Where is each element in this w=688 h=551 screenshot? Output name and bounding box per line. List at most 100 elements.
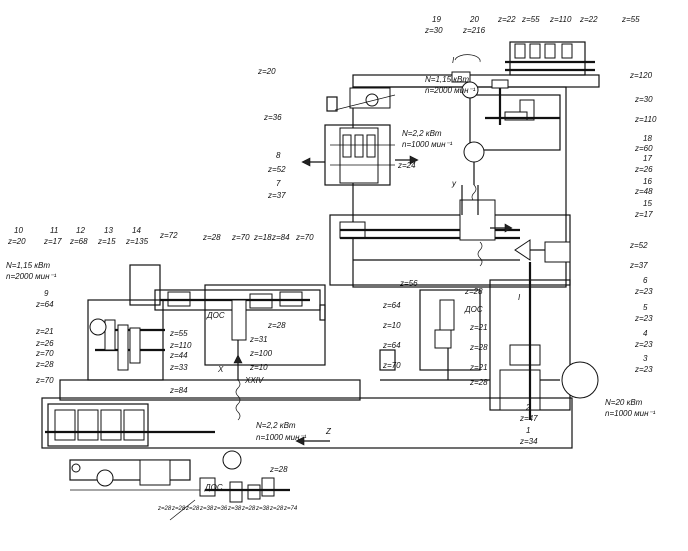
label-8: 8 [276, 151, 281, 160]
right-gearbox [379, 262, 599, 420]
label-1: 1 [526, 426, 530, 435]
bottom-gear-label: z=74 [283, 506, 298, 512]
bottom-gear-label: z=38 [255, 506, 270, 512]
motor-mid-power: N=2,2 кВт [402, 129, 442, 138]
label-z100: z=100 [249, 349, 273, 358]
bottom-gear-label: z=28 [157, 506, 172, 512]
label-z30-top: z=30 [424, 26, 443, 35]
label-z28-bottom: z=28 [269, 465, 288, 474]
label-z17: z=17 [634, 210, 653, 219]
label-z135: z=135 [125, 237, 149, 246]
label-z84-left: z=84 [169, 386, 188, 395]
label-z15: z=15 [97, 237, 116, 246]
motor-left-speed: n=2000 мин⁻¹ [6, 272, 57, 281]
label-xxiv: XXIV [244, 376, 264, 385]
label-z55-top: z=55 [521, 15, 540, 24]
ram-unit [329, 185, 571, 286]
label-center-z84: z=84 [271, 233, 290, 242]
label-z-axis: Z [325, 427, 332, 436]
label-4: 4 [643, 329, 648, 338]
label-19: 19 [432, 15, 441, 24]
label-z36: z=36 [263, 113, 282, 122]
bottom-gear-label: z=28 [241, 506, 256, 512]
bottom-gear-label: z=28 [185, 506, 200, 512]
bottom-gear-label: z=38 [227, 506, 242, 512]
label-z28-right: z=28 [464, 287, 483, 296]
label-center-z70: z=70 [231, 233, 250, 242]
label-z23-a: z=23 [634, 287, 653, 296]
label-z120: z=120 [629, 71, 653, 80]
label-z64-right-b: z=64 [382, 341, 401, 350]
motor-bottom-power: N=2,2 кВт [256, 421, 296, 430]
label-z64-right: z=64 [382, 301, 401, 310]
label-z20-top: z=20 [257, 67, 276, 76]
label-z23-c: z=23 [634, 340, 653, 349]
label-17: 17 [643, 154, 652, 163]
label-dos-center: ДОС [206, 311, 225, 320]
label-z23-d: z=23 [634, 365, 653, 374]
label-z52-left: z=52 [267, 165, 286, 174]
label-20: 20 [469, 15, 479, 24]
label-center-z70b: z=70 [295, 233, 314, 242]
label-z26-left: z=26 [35, 339, 54, 348]
label-z30-right: z=30 [634, 95, 653, 104]
label-z28-right-c: z=28 [469, 378, 488, 387]
motor-left-power: N=1,15 кВт [6, 261, 50, 270]
label-z110-right: z=110 [634, 115, 657, 124]
bottom-gear-label: z=28 [269, 506, 284, 512]
label-z52-right: z=52 [629, 241, 648, 250]
label-z37-left: z=37 [267, 191, 286, 200]
label-z21-right: z=21 [469, 323, 488, 332]
label-10: 10 [14, 226, 23, 235]
bottom-gear-label: z=38 [199, 506, 214, 512]
label-dos-bottom: ДОС [204, 483, 223, 492]
label-z56: z=56 [399, 279, 418, 288]
label-z10-center: z=10 [249, 363, 268, 372]
label-dos-right: ДОС [464, 305, 483, 314]
label-z70-left-b: z=70 [35, 376, 54, 385]
label-13: 13 [104, 226, 113, 235]
label-12: 12 [76, 226, 85, 235]
left-gearbox [59, 264, 361, 401]
motor-top-power: N=1,15 кВт [425, 75, 469, 84]
bottom-gear-label: z=28 [171, 506, 186, 512]
bottom-gear-label: z=36 [213, 506, 228, 512]
label-z47: z=47 [519, 414, 538, 423]
bottom-feed [69, 459, 290, 521]
label-z37-right: z=37 [629, 261, 648, 270]
label-z21-left: z=21 [35, 327, 54, 336]
label-x-axis: X [217, 365, 224, 374]
label-3: 3 [643, 354, 648, 363]
label-z110-top: z=110 [549, 15, 572, 24]
label-z70-right: z=70 [382, 361, 401, 370]
label-z24: z=24 [397, 161, 416, 170]
label-center-z18: z=18 [253, 233, 272, 242]
label-z55-top-b: z=55 [621, 15, 640, 24]
label-z28-center: z=28 [267, 321, 286, 330]
label-z22-a: z=22 [497, 15, 516, 24]
label-z28-right-b: z=28 [469, 343, 488, 352]
center-table [154, 284, 326, 421]
label-z44: z=44 [169, 351, 188, 360]
motor-mid-speed: n=1000 мин⁻¹ [402, 140, 453, 149]
label-5: 5 [643, 303, 648, 312]
label-15: 15 [643, 199, 652, 208]
label-z20-left: z=20 [7, 237, 26, 246]
label-2: 2 [525, 403, 531, 412]
label-18: 18 [643, 134, 652, 143]
motor-top [451, 71, 479, 99]
label-7: 7 [276, 179, 281, 188]
motor-top-speed: n=2000 мин⁻¹ [425, 86, 476, 95]
top-gearbox [301, 41, 600, 288]
bed [41, 397, 573, 470]
label-16: 16 [643, 177, 652, 186]
label-z10-right: z=10 [382, 321, 401, 330]
label-z60: z=60 [634, 144, 653, 153]
label-z55-left: z=55 [169, 329, 188, 338]
label-z23-b: z=23 [634, 314, 653, 323]
motor-bottom-speed: n=1000 мин⁻¹ [256, 433, 307, 442]
label-z21-right-b: z=21 [469, 363, 488, 372]
label-6: 6 [643, 276, 648, 285]
label-z26: z=26 [634, 165, 653, 174]
